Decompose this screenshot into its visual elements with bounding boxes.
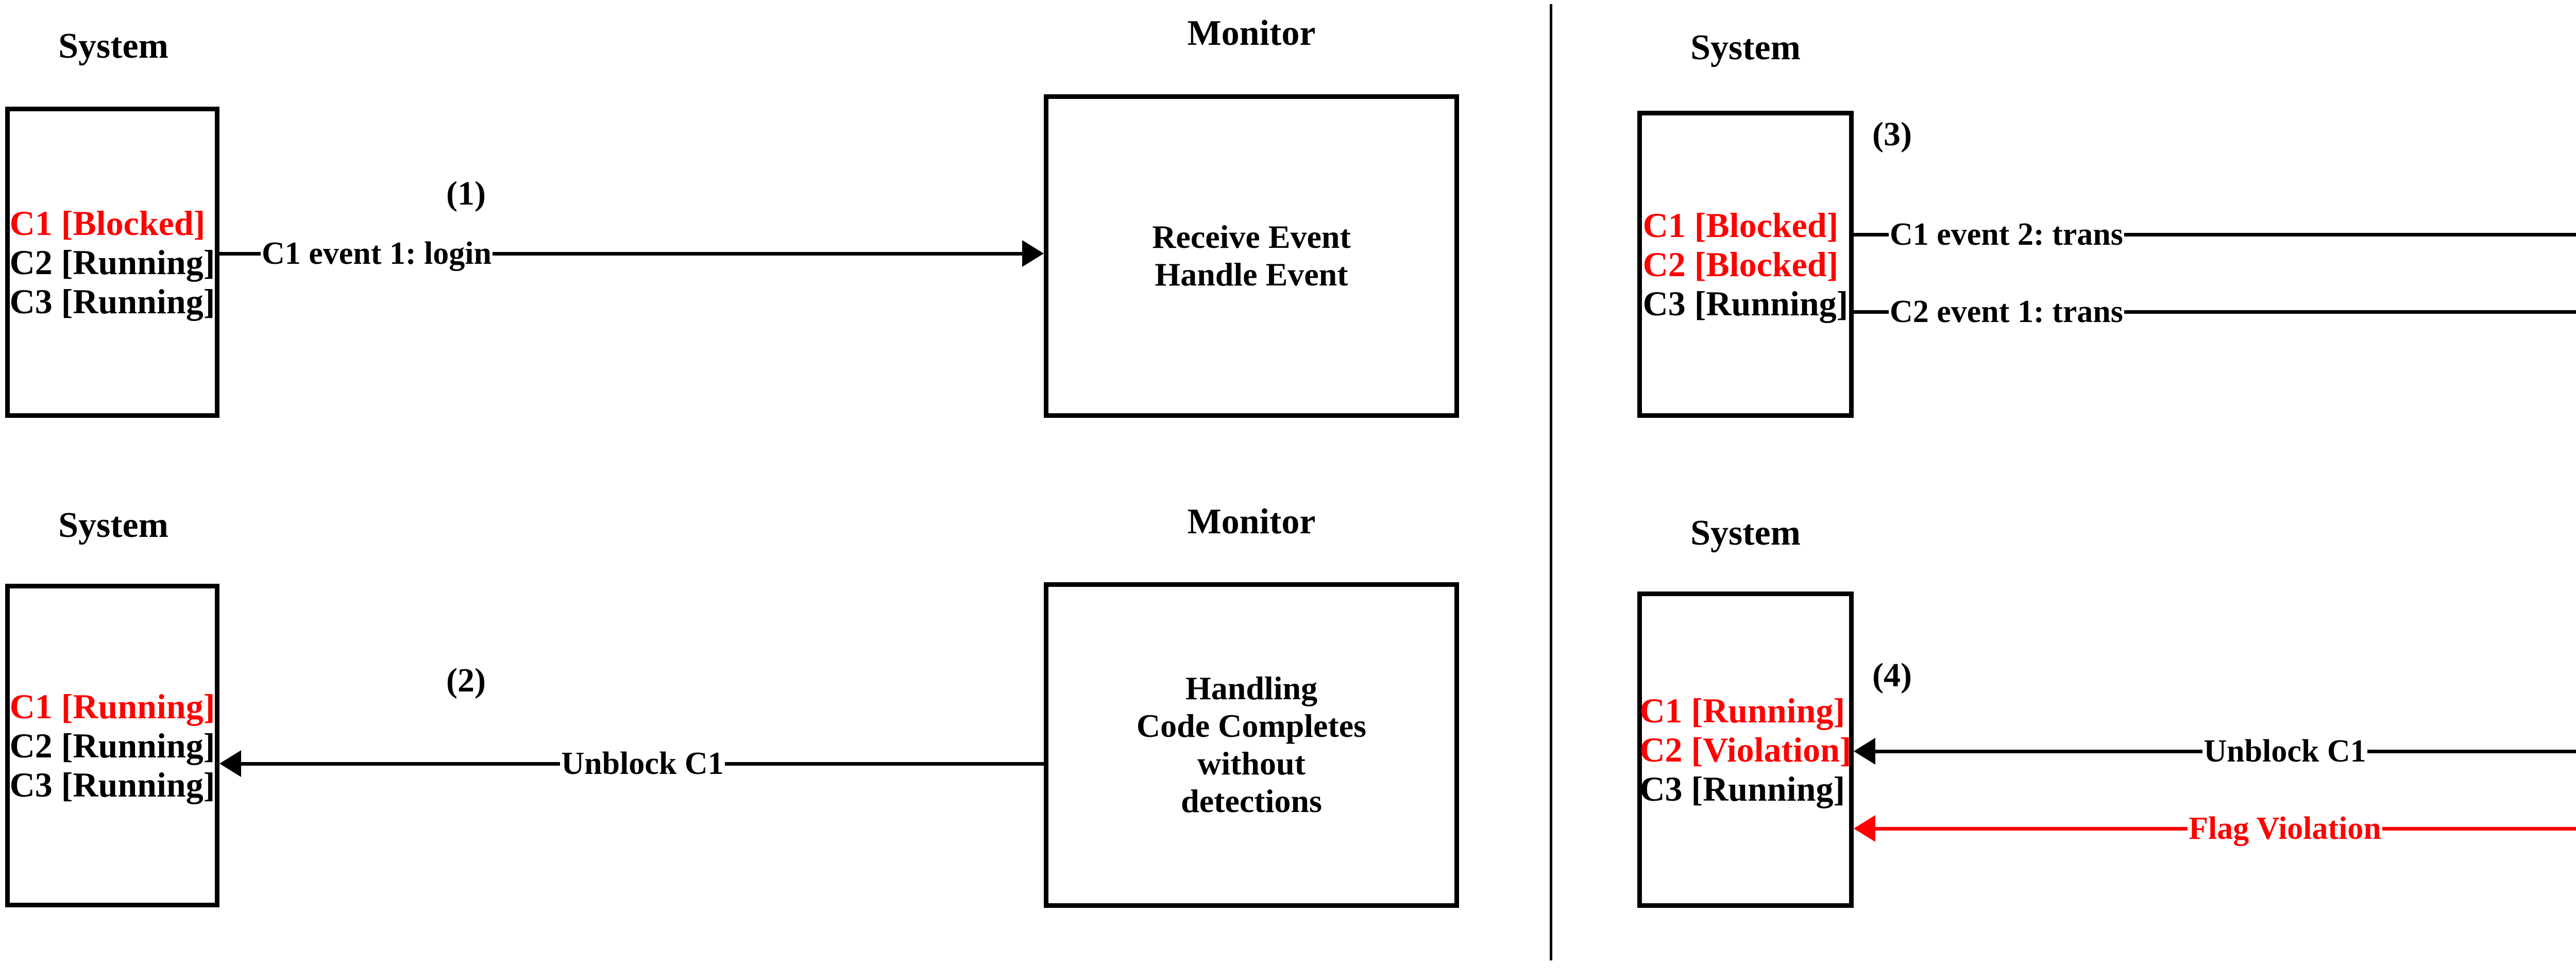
panel4-arrow2-arrowhead-left-icon [1854, 815, 1875, 842]
panel2-component-c3: C3 [Running] [9, 765, 215, 805]
panel2-monitor-box: Handling Code Completes without detectio… [1044, 582, 1459, 908]
panel4-arrow2-segment-left [1875, 826, 2188, 831]
panel1-arrow-segment-left [219, 251, 261, 256]
panel1-component-list: C1 [Blocked] C2 [Running] C3 [Running] [10, 204, 215, 321]
panel4-component-c2: C2 [Violation] [1639, 730, 1852, 769]
panel3-arrow-event1: C2 event 1: trans [1854, 294, 2576, 329]
panel2-monitor-title: Monitor [1187, 502, 1316, 542]
panel2-system-title: System [58, 505, 168, 545]
panel2-component-list: C1 [Running] C2 [Running] C3 [Running] [10, 687, 215, 804]
panel1-arrow-segment-right [493, 251, 1022, 256]
panel2-monitor-text: Handling Code Completes without detectio… [1137, 670, 1366, 820]
panel4-system-box: C1 [Running] C2 [Violation] C3 [Running] [1637, 592, 1854, 908]
panel4-system-title: System [1690, 513, 1801, 553]
panel2-monitor-line-1: Handling [1185, 670, 1318, 707]
panel2-arrow-label: Unblock C1 [561, 746, 724, 781]
panel2-arrow-segment-left [241, 762, 561, 766]
panel4-step-number: (4) [1872, 656, 1912, 694]
panel3-component-c3: C3 [Running] [1642, 284, 1849, 324]
panel2-arrow-segment-right [724, 762, 1044, 766]
panel1-monitor-box: Receive Event Handle Event [1044, 94, 1459, 418]
panel4-component-c3: C3 [Running] [1639, 769, 1845, 809]
panel4-arrow-flag-violation: Flag Violation [1854, 813, 2576, 844]
panel2-component-c2: C2 [Running] [9, 725, 215, 765]
panel1-component-c3: C3 [Running] [9, 282, 215, 322]
panel3-system-title: System [1690, 28, 1801, 67]
panel4-component-c1: C1 [Running] [1639, 690, 1845, 730]
panel3-component-c2: C2 [Blocked] [1642, 244, 1839, 284]
panel1-step-number: (1) [446, 175, 486, 212]
panel3-arrow2-segment-right [2124, 310, 2576, 314]
panel1-monitor-title: Monitor [1187, 13, 1316, 53]
panel3-arrow-event2: C1 event 2: trans [1854, 217, 2576, 252]
panel1-monitor-text: Receive Event Handle Event [1152, 218, 1351, 294]
panel2-component-c1: C1 [Running] [9, 686, 215, 726]
panel3-step-number: (3) [1872, 115, 1912, 153]
panel2-step-number: (2) [446, 662, 486, 699]
panel2-monitor-line-3: without [1197, 745, 1306, 782]
panel3-arrow2-segment-left [1854, 310, 1889, 314]
panel2-system-box: C1 [Running] C2 [Running] C3 [Running] [5, 584, 219, 907]
panel3-system-box: C1 [Blocked] C2 [Blocked] C3 [Running] [1637, 111, 1854, 418]
panel3-component-list: C1 [Blocked] C2 [Blocked] C3 [Running] [1643, 206, 1849, 323]
panel3-arrow1-label: C1 event 2: trans [1890, 217, 2123, 252]
panel4-arrow1-segment-right [2367, 749, 2576, 753]
panel1-arrow-label: C1 event 1: login [262, 236, 492, 271]
panel-divider [1550, 4, 1552, 960]
panel4-arrow1-label: Unblock C1 [2204, 734, 2366, 769]
panel4-arrow2-label: Flag Violation [2189, 811, 2381, 846]
panel4-component-list: C1 [Running] C2 [Violation] C3 [Running] [1639, 691, 1851, 808]
panel1-system-title: System [58, 26, 168, 66]
panel2-arrow-unblock: Unblock C1 [219, 746, 1044, 781]
panel1-arrowhead-right-icon [1022, 240, 1044, 267]
panel1-system-box: C1 [Blocked] C2 [Running] C3 [Running] [5, 107, 219, 418]
panel3-arrow1-segment-right [2124, 232, 2576, 236]
panel1-monitor-line-1: Receive Event [1152, 218, 1351, 256]
panel4-arrow1-segment-left [1875, 749, 2203, 753]
panel2-arrowhead-left-icon [219, 750, 241, 777]
panel1-monitor-line-2: Handle Event [1155, 256, 1348, 293]
panel4-arrow1-arrowhead-left-icon [1854, 738, 1875, 765]
panel2-monitor-line-2: Code Completes [1136, 707, 1367, 745]
panel1-component-c1: C1 [Blocked] [9, 203, 206, 243]
panel4-arrow-unblock: Unblock C1 [1854, 734, 2576, 769]
panel3-arrow2-label: C2 event 1: trans [1890, 294, 2123, 329]
panel3-arrow1-segment-left [1854, 232, 1889, 236]
panel3-component-c1: C1 [Blocked] [1642, 205, 1839, 245]
panel1-arrow-event1: C1 event 1: login [219, 238, 1044, 269]
panel1-component-c2: C2 [Running] [9, 242, 215, 282]
panel4-arrow2-segment-right [2382, 826, 2576, 831]
panel2-monitor-line-4: detections [1181, 782, 1322, 819]
